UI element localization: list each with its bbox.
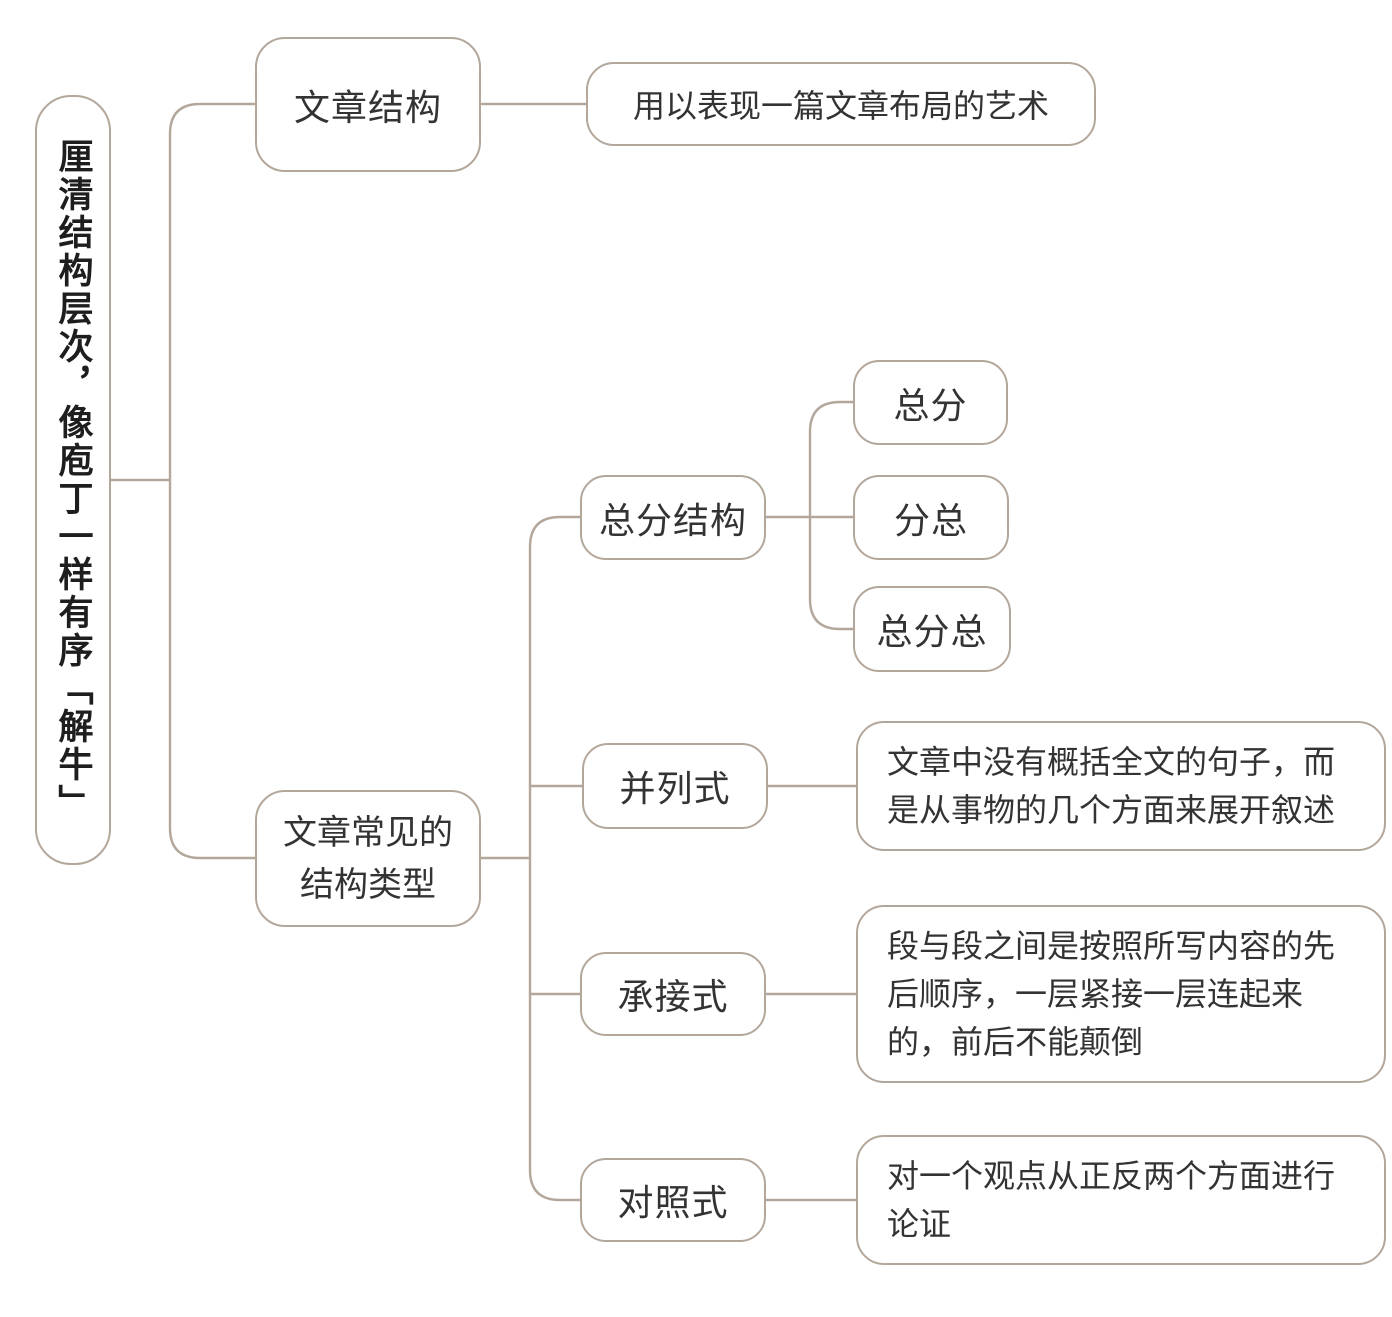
node-zongfenzong-label: 总分总 (876, 611, 988, 652)
connector-spine-level3 (808, 400, 858, 631)
node-duizhao: 对照式 (580, 1158, 766, 1242)
node-zongfen-label: 总分 (893, 384, 968, 426)
desc-chengjie: 段与段之间是按照所写内容的先后顺序，一层紧接一层连起来的，前后不能颠倒 (856, 905, 1386, 1083)
desc-binglie: 文章中没有概括全文的句子，而是从事物的几个方面来展开叙述 (856, 721, 1386, 851)
node-fenzong: 分总 (853, 475, 1009, 560)
desc-chengjie-text: 段与段之间是按照所写内容的先后顺序，一层紧接一层连起来的，前后不能颠倒 (887, 928, 1336, 1060)
node-zongfen: 总分 (853, 360, 1008, 445)
root-node: 厘清结构层次，像庖丁一样有序「解牛」 (35, 95, 111, 865)
node-chengjie-label: 承接式 (617, 976, 729, 1017)
node-fenzong-label: 分总 (893, 499, 968, 541)
node-structure-types-label: 文章常见的结构类型 (283, 813, 453, 904)
node-chengjie: 承接式 (580, 952, 766, 1036)
node-duizhao-label: 对照式 (617, 1182, 729, 1223)
node-zongfen-jiegou: 总分结构 (580, 475, 766, 560)
node-zongfen-jiegou-label: 总分结构 (598, 499, 747, 541)
definition-article-structure: 用以表现一篇文章布局的艺术 (586, 62, 1096, 146)
node-structure-types: 文章常见的结构类型 (255, 790, 481, 927)
connector-spine-level1 (168, 102, 261, 860)
node-binglie: 并列式 (582, 743, 768, 829)
node-binglie-label: 并列式 (619, 768, 731, 809)
node-article-structure: 文章结构 (255, 37, 481, 172)
desc-duizhao: 对一个观点从正反两个方面进行论证 (856, 1135, 1386, 1265)
root-node-label: 厘清结构层次，像庖丁一样有序「解牛」 (53, 138, 93, 822)
node-article-structure-label: 文章结构 (293, 86, 442, 128)
node-zongfenzong: 总分总 (853, 586, 1011, 672)
definition-article-structure-text: 用以表现一篇文章布局的艺术 (632, 88, 1049, 124)
desc-binglie-text: 文章中没有概括全文的句子，而是从事物的几个方面来展开叙述 (887, 744, 1336, 828)
desc-duizhao-text: 对一个观点从正反两个方面进行论证 (887, 1158, 1336, 1242)
connector-spine-level2 (528, 515, 584, 1202)
